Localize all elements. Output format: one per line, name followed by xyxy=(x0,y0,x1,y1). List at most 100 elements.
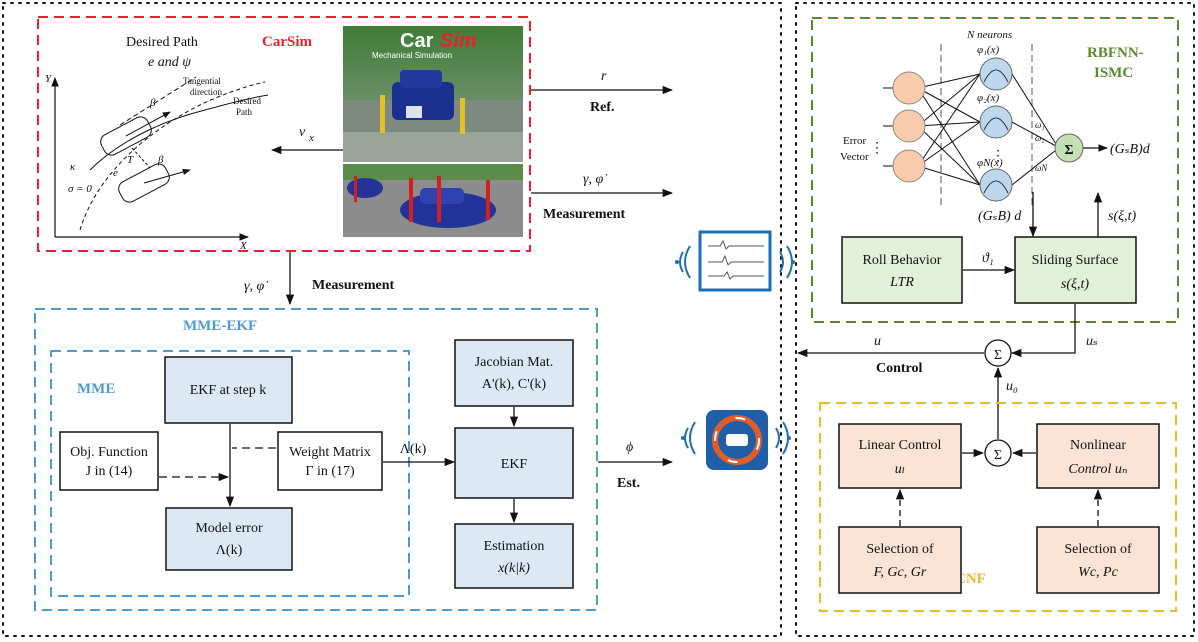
ekf-step-label: EKF at step k xyxy=(190,383,267,398)
rbf-neuron-2 xyxy=(979,105,1013,139)
gamma-phi-right: γ, φ̇ xyxy=(583,172,607,187)
error-vector-line1: Error xyxy=(843,135,867,147)
rbf-neuron-n xyxy=(979,168,1013,202)
nonlinear-control-box xyxy=(1036,423,1160,489)
measurement-label-right: Measurement xyxy=(543,207,625,222)
weight-matrix-line2: Γ in (17) xyxy=(305,464,355,479)
selection-2-line2: Wc, Pc xyxy=(1078,565,1118,580)
jacobian-line2: A'(k), C'(k) xyxy=(482,377,546,392)
w1-label: ω₁ xyxy=(1035,120,1044,130)
selection-1-box xyxy=(838,526,962,594)
carsim-logo-sub: Mechanical Simulation xyxy=(372,51,452,60)
carsim-simulation-image: Car Sim Mechanical Simulation xyxy=(343,26,523,237)
cnf-sum-symbol: Σ xyxy=(994,448,1002,463)
direction-label: direction xyxy=(190,87,222,97)
wN-label: ωN xyxy=(1035,163,1048,173)
r-label: r xyxy=(601,69,607,84)
selection-2-box xyxy=(1036,526,1160,594)
linear-control-line1: Linear Control xyxy=(859,438,942,453)
tangential-line xyxy=(119,76,197,126)
carsim-logo-car: Car xyxy=(400,30,434,52)
mme-ekf-title: MME-EKF xyxy=(183,318,257,334)
carsim-logo-sim: Sim xyxy=(440,30,477,52)
rbfnn-title-line1: RBFNN- xyxy=(1087,45,1144,61)
selection-2-line1: Selection of xyxy=(1064,542,1132,557)
weight-matrix-line1: Weight Matrix xyxy=(289,445,371,460)
weight-matrix-box xyxy=(277,431,383,491)
linear-control-box xyxy=(838,423,962,489)
control-sum-node xyxy=(984,339,1012,367)
ref-label: Ref. xyxy=(590,100,615,115)
obj-function-line2: J in (14) xyxy=(86,464,133,479)
model-error-line2: Λ(k) xyxy=(216,543,243,558)
cnf-title: CNF xyxy=(955,571,986,587)
input-neuron-2 xyxy=(892,109,926,143)
obj-function-line1: Obj. Function xyxy=(70,445,148,460)
left-dotted-frame xyxy=(2,2,782,637)
model-error-box xyxy=(165,507,293,571)
cnf-block xyxy=(819,402,1177,612)
selection-1-line2: F, Gc, Gr xyxy=(873,565,927,580)
roll-behavior-box xyxy=(841,236,963,304)
rbf-dots: ⋮ xyxy=(991,149,1005,164)
error-vector-line2: Vector xyxy=(840,151,869,163)
phi2-label: φ₂(x) xyxy=(977,92,999,104)
phiN-label: φN(x) xyxy=(977,157,1003,169)
us-arrow xyxy=(1010,304,1076,358)
model-error-line1: Model error xyxy=(195,521,263,536)
u-label: u xyxy=(874,334,881,349)
rbf-output-label: (GₛB)d xyxy=(1110,142,1151,157)
roll-behavior-line1: Roll Behavior xyxy=(863,253,942,268)
beta-label-2: β xyxy=(157,154,164,166)
tangential-label: Tangential xyxy=(183,76,221,86)
w2-label: ω₂ xyxy=(1035,133,1044,143)
cnf-sum-node xyxy=(984,439,1012,467)
mme-title: MME xyxy=(77,381,115,397)
vx-sub: x xyxy=(308,132,314,144)
sliding-surface-line2: s(ξ,t) xyxy=(1061,277,1089,292)
desired-path-label1: Desired xyxy=(233,96,261,106)
phi-label: ϕ xyxy=(626,440,633,455)
sliding-surface-box xyxy=(1014,236,1137,304)
sigma0-label: σ = 0 xyxy=(68,183,92,195)
reference-path xyxy=(79,81,266,231)
control-label: Control xyxy=(876,361,923,376)
phi1-label: φ₁(x) xyxy=(977,44,999,56)
beta-label-1: β xyxy=(149,97,156,109)
steering-wheel-icon xyxy=(681,410,791,470)
ekf-label: EKF xyxy=(501,457,528,472)
ekf-box xyxy=(454,427,574,499)
sum-node-symbol: Σ xyxy=(1064,143,1073,158)
input-neuron-1 xyxy=(892,71,926,105)
vx-label: v xyxy=(299,125,306,140)
lambda-label: Λ(k) xyxy=(400,442,427,457)
theta-label: ϑ₁ xyxy=(982,251,994,266)
measurement-label-down: Measurement xyxy=(312,278,394,293)
signal-monitor-icon xyxy=(675,230,795,292)
gsbd-label: (GₛB) d xyxy=(978,209,1022,224)
mme-ekf-block xyxy=(34,308,598,611)
mme-block xyxy=(50,350,410,597)
e-label: e xyxy=(113,167,118,179)
nonlinear-control-line2: Control uₙ xyxy=(1068,462,1128,477)
gamma-phi-down: γ, φ̇ xyxy=(244,279,268,294)
nonlinear-control-line1: Nonlinear xyxy=(1070,438,1126,453)
rbfnn-title-line2: ISMC xyxy=(1094,65,1133,81)
control-sum-symbol: Σ xyxy=(994,348,1002,363)
neural-network-connections xyxy=(883,73,1057,186)
desired-path-title: Desired Path xyxy=(126,35,198,50)
desired-path-curve xyxy=(89,94,269,171)
jacobian-box xyxy=(454,339,574,407)
y-axis-label: Y xyxy=(45,73,53,85)
desired-path-vars: e and ψ xyxy=(148,55,191,70)
input-dots: ⋮ xyxy=(870,141,884,156)
ekf-step-box xyxy=(164,356,293,424)
T-label: T xyxy=(127,154,134,166)
input-neuron-3 xyxy=(892,149,926,183)
rbfnn-block xyxy=(811,17,1179,323)
estimation-box xyxy=(454,523,574,589)
roll-behavior-line2: LTR xyxy=(889,275,914,290)
right-dotted-frame xyxy=(795,2,1195,637)
selection-1-line1: Selection of xyxy=(866,542,934,557)
